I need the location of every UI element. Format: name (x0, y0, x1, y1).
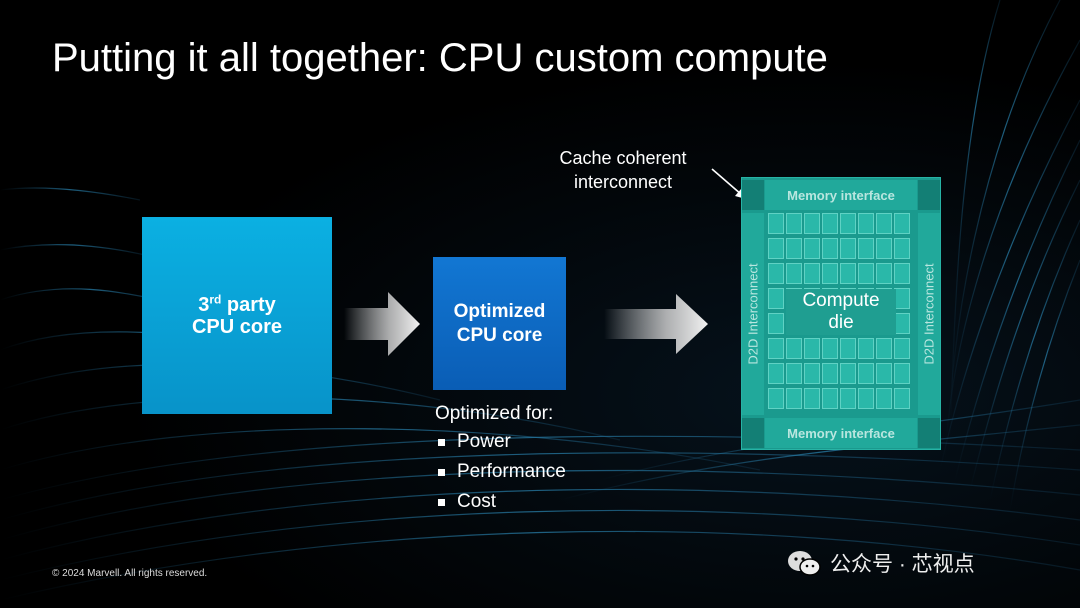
core-cell (804, 238, 820, 259)
square-bullet-icon (438, 469, 445, 476)
d2d-interconnect-left: D2D Interconnect (742, 213, 764, 415)
arrow-right-1 (344, 292, 420, 356)
core-cell (768, 263, 784, 284)
core-cell (786, 263, 802, 284)
wechat-icon (788, 551, 821, 576)
core-cell (858, 363, 874, 384)
core-cell (894, 288, 910, 309)
core-cell (894, 388, 910, 409)
core-cell (876, 338, 892, 359)
core-cell (858, 388, 874, 409)
compute-die: Memory interface Memory interface D2D In… (741, 177, 941, 450)
square-bullet-icon (438, 499, 445, 506)
watermark: 公众号 · 芯视点 (786, 548, 975, 578)
core-cell (804, 363, 820, 384)
core-cell (822, 263, 838, 284)
slide-title: Putting it all together: CPU custom comp… (52, 36, 828, 80)
core-cell (768, 238, 784, 259)
core-cell (876, 388, 892, 409)
core-cell (804, 338, 820, 359)
die-corner (742, 418, 764, 448)
core-cell (768, 338, 784, 359)
core-cell (858, 263, 874, 284)
core-cell (840, 388, 856, 409)
core-cell (840, 363, 856, 384)
core-cell (876, 238, 892, 259)
core-cell (768, 313, 784, 334)
core-cell (822, 213, 838, 234)
optimized-for-list: Power Performance Cost (436, 431, 566, 521)
core-cell (822, 238, 838, 259)
core-cell (768, 388, 784, 409)
watermark-text: 公众号 · 芯视点 (830, 553, 975, 576)
core-cell (804, 388, 820, 409)
core-cell (822, 388, 838, 409)
square-bullet-icon (438, 439, 445, 446)
core-cell (840, 263, 856, 284)
die-corner (918, 418, 940, 448)
memory-interface-bottom: Memory interface (765, 418, 917, 448)
core-cell (894, 213, 910, 234)
core-cell (840, 238, 856, 259)
core-cell (768, 213, 784, 234)
third-party-cpu-core-label: CPU core (191, 315, 283, 338)
core-cell (894, 338, 910, 359)
core-cell (894, 313, 910, 334)
core-cell (894, 363, 910, 384)
core-cell (822, 363, 838, 384)
core-cell (858, 213, 874, 234)
list-item: Power (436, 431, 566, 461)
arrow-right-2 (604, 294, 708, 354)
core-cell (804, 263, 820, 284)
core-cell (768, 288, 784, 309)
die-corner (742, 180, 764, 210)
optimized-for-heading: Optimized for: (435, 403, 554, 424)
list-item: Cost (436, 491, 566, 521)
core-cell (786, 363, 802, 384)
core-cell (840, 213, 856, 234)
core-cell (876, 363, 892, 384)
core-cell (822, 338, 838, 359)
third-party-superscript: rd (209, 291, 222, 306)
memory-interface-top: Memory interface (765, 180, 917, 210)
core-cell (876, 213, 892, 234)
copyright-footer: © 2024 Marvell. All rights reserved. (52, 568, 208, 579)
optimized-cpu-core-label: CPU core (456, 324, 543, 346)
third-party-label: party (221, 293, 276, 316)
core-cell (786, 238, 802, 259)
optimized-cpu-core-box: Optimized CPU core (433, 257, 566, 390)
d2d-interconnect-right: D2D Interconnect (918, 213, 940, 415)
core-cell (858, 338, 874, 359)
cache-coherent-label: Cache coherent interconnect (559, 148, 687, 192)
core-cell (786, 213, 802, 234)
core-cell (858, 238, 874, 259)
core-cell (894, 238, 910, 259)
optimized-label: Optimized (453, 300, 546, 322)
core-cell (804, 213, 820, 234)
core-cell (894, 263, 910, 284)
core-cell (786, 388, 802, 409)
list-item: Performance (436, 461, 566, 491)
core-cell (876, 263, 892, 284)
core-cell (840, 338, 856, 359)
core-cell (768, 363, 784, 384)
third-party-number: 3 (198, 293, 210, 316)
die-corner (918, 180, 940, 210)
core-cell (786, 338, 802, 359)
third-party-cpu-core-box: 3rd party CPU core (142, 217, 332, 414)
